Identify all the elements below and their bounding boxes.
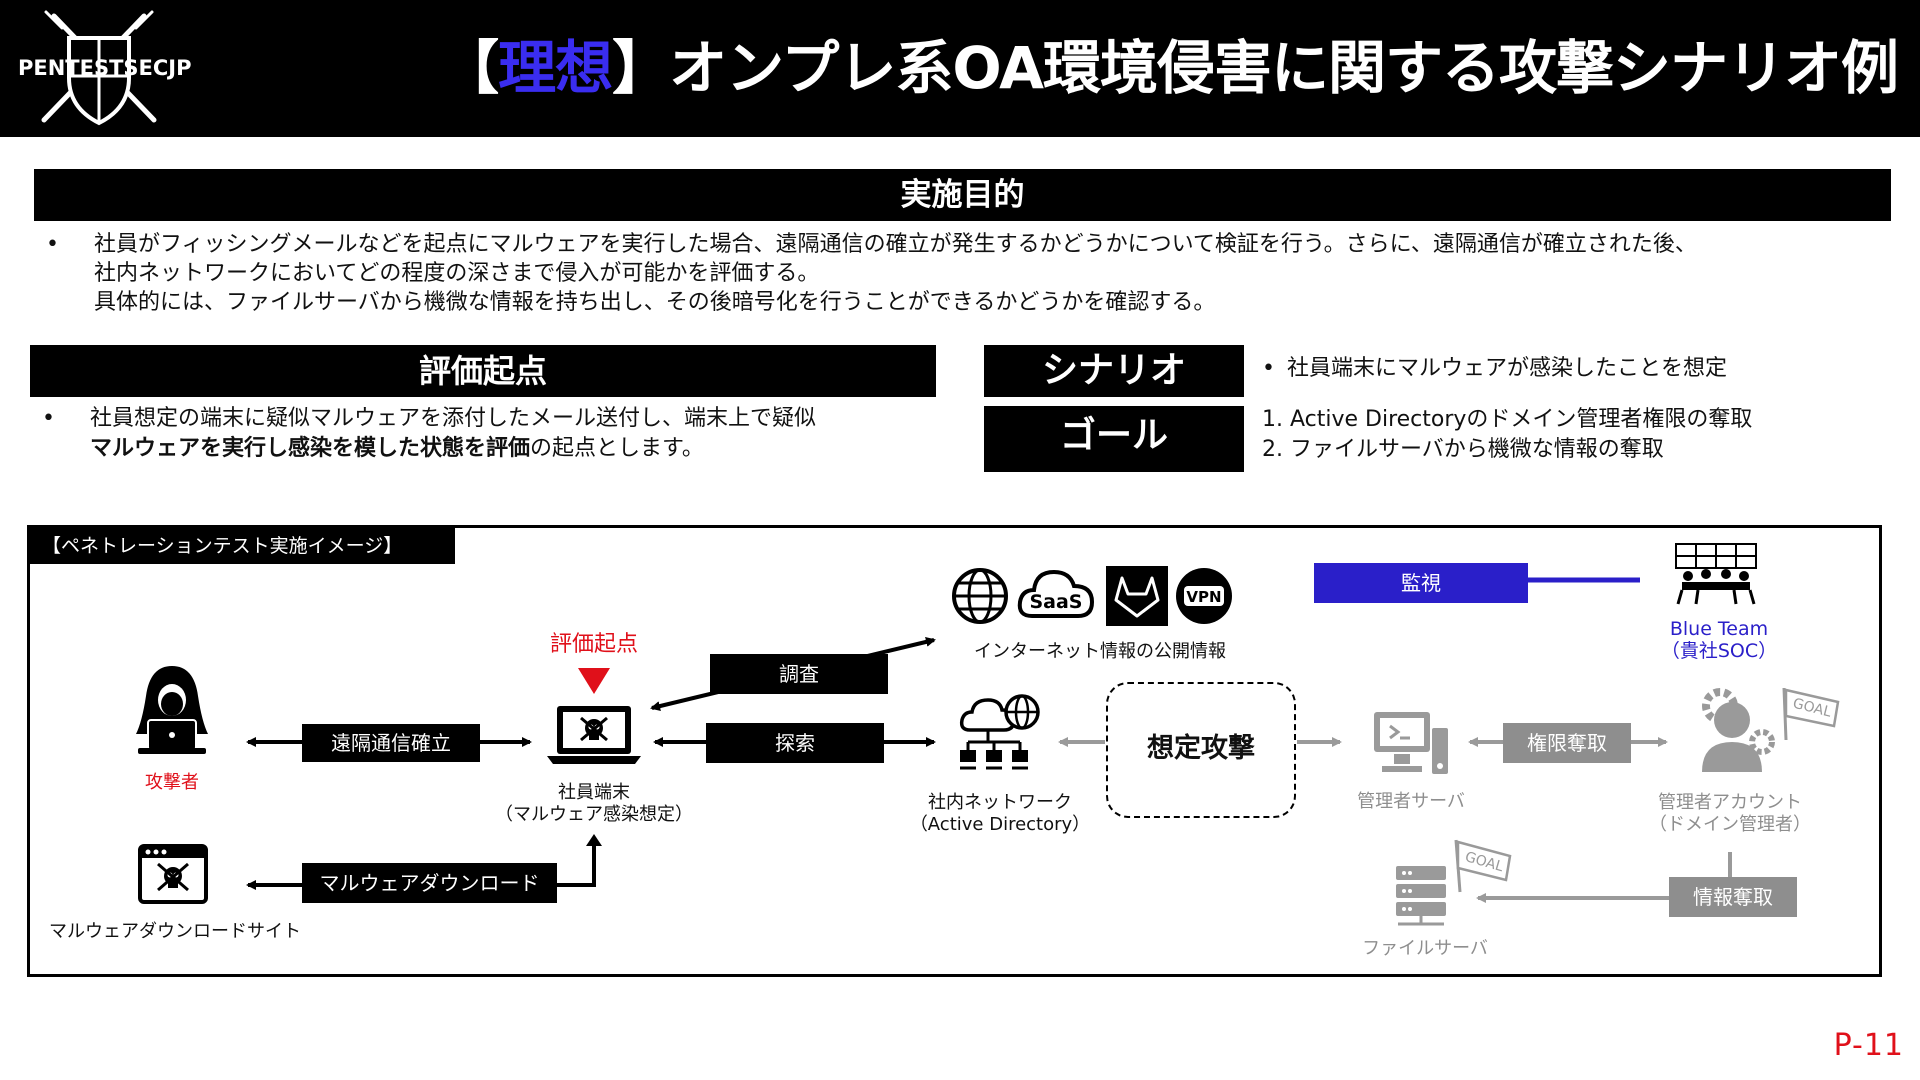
admin-server-label: 管理者サーバ <box>1357 791 1465 812</box>
malware-site-label: マルウェアダウンロードサイト <box>49 921 301 942</box>
admin-account-line-1: 管理者アカウント <box>1658 792 1802 813</box>
file-server-label: ファイルサーバ <box>1362 938 1488 959</box>
internet-info-label: インターネット情報の公開情報 <box>974 641 1226 662</box>
purpose-line-3: 具体的には、ファイルサーバから機微な情報を持ち出し、その後暗号化を行うことができ… <box>94 290 1216 315</box>
purpose-heading: 実施目的 <box>34 169 1891 221</box>
explore-label: 探索 <box>706 723 884 763</box>
file-server-goal-icon: GOAL <box>1396 839 1512 926</box>
gitlab-icon <box>1106 566 1168 626</box>
remote-comm-label: 遠隔通信確立 <box>302 724 480 762</box>
malware-site-window-icon <box>138 844 208 904</box>
bullet: • <box>42 406 55 431</box>
saas-cloud-icon: SaaS <box>1017 569 1095 618</box>
hooded-hacker-icon <box>136 666 208 754</box>
admin-account-label: 管理者アカウント （ドメイン管理者） <box>1640 792 1820 836</box>
title-open: 【 <box>441 34 499 102</box>
employee-terminal-line-1: 社員端末 <box>558 782 630 803</box>
privilege-takeover-label: 権限奪取 <box>1503 723 1631 763</box>
evaluation-heading: 評価起点 <box>30 345 936 397</box>
admin-account-goal-icon: GOAL <box>1702 687 1840 772</box>
saas-text: SaaS <box>1029 591 1082 613</box>
investigate-label: 調査 <box>710 654 888 694</box>
scenario-heading: シナリオ <box>984 345 1244 397</box>
internal-network-line-2: （Active Directory） <box>909 814 1091 835</box>
goal-item: 2. ファイルサーバから機微な情報の奪取 <box>1262 437 1664 462</box>
eval-origin-marker <box>578 668 610 694</box>
evaluation-bold: マルウェアを実行し感染を模した状態を評価 <box>90 436 531 461</box>
bullet: • <box>46 232 59 257</box>
eval-origin-label: 評価起点 <box>549 632 638 657</box>
soc-team-icon <box>1675 543 1757 605</box>
blue-team-label: Blue Team （貴社SOC） <box>1634 618 1804 662</box>
title-highlight: 理想 <box>498 34 613 102</box>
malware-download-label: マルウェアダウンロード <box>302 863 557 903</box>
evaluation-bullet-row: • 社員想定の端末に疑似マルウェアを添付したメール送付し、端末上で疑似 マルウェ… <box>40 404 940 464</box>
info-takeover-label: 情報奪取 <box>1669 877 1797 917</box>
scenario-text: • 社員端末にマルウェアが感染したことを想定 <box>1262 354 1727 384</box>
attacker-label: 攻撃者 <box>145 772 199 793</box>
employee-terminal-line-2: （マルウェア感染想定） <box>495 804 693 825</box>
blue-team-line-2: （貴社SOC） <box>1660 640 1778 662</box>
globe-network-icon <box>952 568 1008 624</box>
header-bar <box>0 0 1920 137</box>
admin-server-icon <box>1374 712 1448 774</box>
cloud-network-icon <box>959 694 1040 770</box>
logo-text: PENTESTSECJP <box>18 56 192 80</box>
page-number: P-11 <box>1833 1028 1904 1063</box>
infected-laptop-icon <box>547 706 641 764</box>
evaluation-lines: 社員想定の端末に疑似マルウェアを添付したメール送付し、端末上で疑似 マルウェアを… <box>90 404 816 464</box>
evaluation-line-2: マルウェアを実行し感染を模した状態を評価の起点とします。 <box>90 434 816 464</box>
assumed-attack-box: 想定攻撃 <box>1106 682 1296 818</box>
bullet: • <box>1262 356 1275 381</box>
monitor-label: 監視 <box>1314 563 1528 603</box>
internal-network-line-1: 社内ネットワーク <box>928 792 1072 813</box>
diagram-label: 【ペネトレーションテスト実施イメージ】 <box>30 528 455 564</box>
goal-list: 1. Active Directoryのドメイン管理者権限の奪取 2. ファイル… <box>1262 405 1752 465</box>
purpose-lines: 社員がフィッシングメールなどを起点にマルウェアを実行した場合、遠隔通信の確立が発… <box>94 230 1697 317</box>
shield-swords-logo-icon <box>41 10 157 126</box>
evaluation-line-2-rest: の起点とします。 <box>530 436 704 461</box>
internal-network-label: 社内ネットワーク （Active Directory） <box>900 792 1100 836</box>
purpose-line-2: 社内ネットワークにおいてどの程度の深さまで侵入が可能かを評価する。 <box>94 261 820 286</box>
pentest-diagram <box>27 525 1882 977</box>
goal-item: 1. Active Directoryのドメイン管理者権限の奪取 <box>1262 407 1753 432</box>
evaluation-line-1: 社員想定の端末に疑似マルウェアを添付したメール送付し、端末上で疑似 <box>90 406 817 431</box>
title-rest: 】オンプレ系OA環境侵害に関する攻撃シナリオ例 <box>612 34 1899 102</box>
purpose-text: • 社員がフィッシングメールなどを起点にマルウェアを実行した場合、遠隔通信の確立… <box>44 230 1904 317</box>
page-title: 【理想】オンプレ系OA環境侵害に関する攻撃シナリオ例 <box>441 18 1899 118</box>
employee-terminal-label: 社員端末 （マルウェア感染想定） <box>484 782 704 826</box>
blue-team-line-1: Blue Team <box>1669 618 1769 640</box>
vpn-icon: VPN <box>1176 568 1232 624</box>
scenario-value: 社員端末にマルウェアが感染したことを想定 <box>1286 356 1727 381</box>
vpn-text: VPN <box>1186 588 1221 606</box>
purpose-bullet-row: • 社員がフィッシングメールなどを起点にマルウェアを実行した場合、遠隔通信の確立… <box>44 230 1904 317</box>
purpose-line-1: 社員がフィッシングメールなどを起点にマルウェアを実行した場合、遠隔通信の確立が発… <box>94 232 1697 257</box>
admin-account-line-2: （ドメイン管理者） <box>1649 814 1811 835</box>
goal-heading: ゴール <box>984 406 1244 472</box>
evaluation-text: • 社員想定の端末に疑似マルウェアを添付したメール送付し、端末上で疑似 マルウェ… <box>40 404 940 464</box>
